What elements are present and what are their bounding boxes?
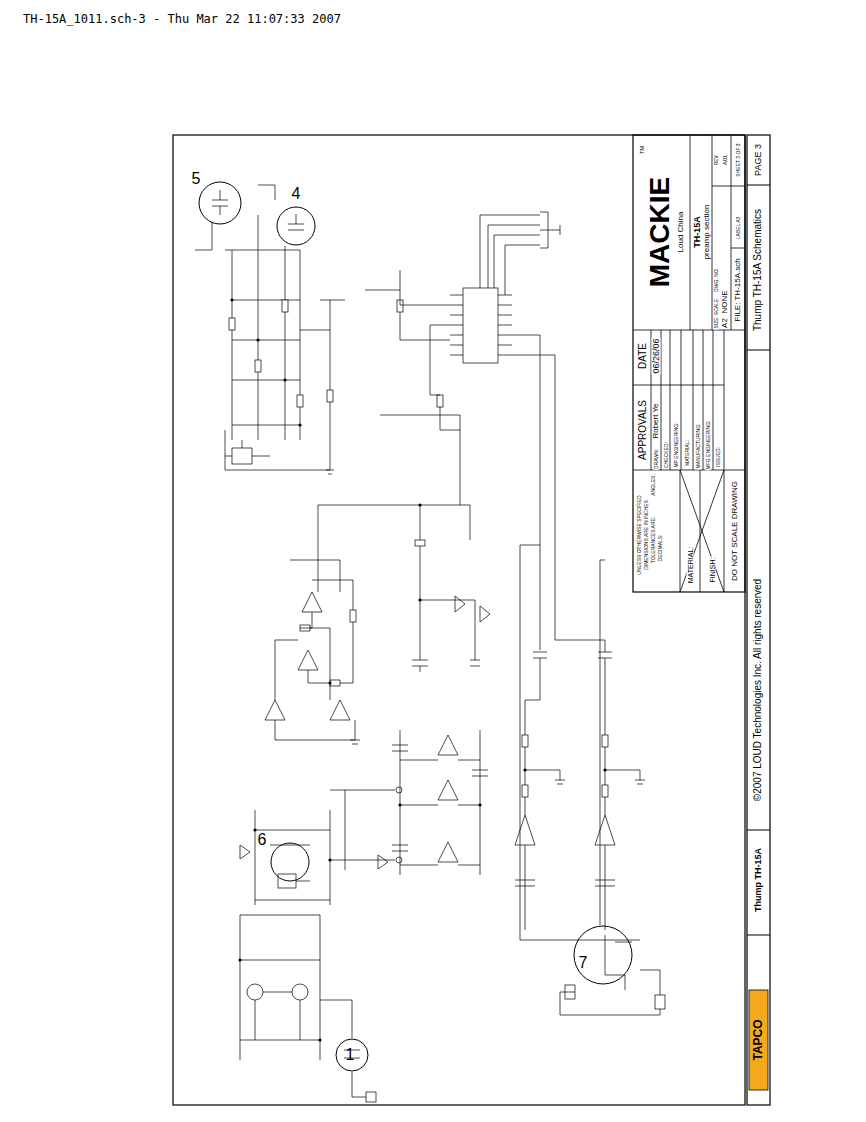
supply-rails <box>240 787 402 905</box>
title-block-text: preamp section <box>703 204 711 261</box>
title-block-text: MANUFACTURING: <box>696 423 701 470</box>
title-block-text: A2 <box>721 317 729 329</box>
title-block-text: FINISH: <box>709 557 716 584</box>
drawing-frame <box>173 135 770 1105</box>
title-block-text: SCALE <box>714 298 719 316</box>
title-block-text: Thump TH-15A <box>754 847 763 913</box>
title-block-text: MATERIAL: <box>685 439 690 467</box>
title-block-text: ©2007 LOUD Technologies Inc. All rights … <box>753 578 763 802</box>
output-chains <box>515 545 645 940</box>
callout-ring <box>271 843 309 881</box>
callout-ring <box>199 182 241 224</box>
title-block-text: NONE <box>721 289 729 314</box>
title-block-text: MACKIE <box>646 176 674 288</box>
title-block-text: LABEL A3 <box>736 216 741 241</box>
title-block-text: CHECKED: <box>664 441 669 469</box>
title-block-text: Loud China <box>677 211 685 254</box>
title-block-text: DECIMALS: <box>658 534 663 563</box>
title-block-lines <box>633 135 745 592</box>
callout-circle: 4 <box>276 206 316 246</box>
callout-ring <box>277 207 315 245</box>
title-block-text: MATERIAL: <box>687 546 694 584</box>
header-stamp: TH-15A_1011.sch-3 - Thu Mar 22 11:07:33 … <box>22 13 342 25</box>
title-block-text: SHEET 3 OF 3 <box>736 142 741 177</box>
brand-logo: TAPCO <box>752 1018 764 1061</box>
callout-number: 4 <box>292 186 301 202</box>
title-block-text: UNLESS OTHERWISE SPECIFIED <box>637 494 642 575</box>
callout-circle: 6 <box>270 842 310 882</box>
title-block-text: Robert Ye <box>652 402 660 439</box>
title-block-text: PAGE 3 <box>754 143 763 177</box>
title-block-text: TM <box>639 145 645 156</box>
callout-number: 5 <box>192 171 201 187</box>
callout-circle: 5 <box>198 181 242 225</box>
title-block-text: TOLERANCES ARE: <box>651 516 656 565</box>
title-block-text: MFG ENGINEERING: <box>706 420 711 471</box>
title-block-text: DWG. NO. <box>714 267 719 293</box>
title-block-text: FILE: TH-15A.sch <box>734 257 742 322</box>
title-block-text: ANGLES: <box>651 473 656 497</box>
title-block-text: ISSUED: <box>716 446 721 468</box>
callout-circle: 1 <box>335 1038 369 1072</box>
title-block-text: TH-15A <box>693 215 702 249</box>
callout-number: 1 <box>346 1047 355 1063</box>
title-block-text: Thump TH-15A Schematics <box>753 208 763 332</box>
op-amp-stage <box>265 505 360 744</box>
junction-dots <box>230 298 606 1041</box>
resistor-symbol <box>229 300 665 1102</box>
filter-section <box>392 730 488 875</box>
title-block-text: APPROVALS <box>638 399 648 461</box>
title-block-text: DIMENSIONS ARE IN INCHES <box>644 499 649 571</box>
callout-outline <box>276 206 316 246</box>
callout-outline <box>270 842 310 882</box>
input-protection <box>240 915 366 1097</box>
callout-ring <box>336 1039 368 1071</box>
callout-outline <box>198 181 242 225</box>
preamp-ic-wiring <box>318 212 612 700</box>
title-block-text: DATE <box>638 342 648 370</box>
title-block-text: REV. <box>714 153 719 166</box>
title-block-text: MP ENGINEERING: <box>674 421 679 468</box>
title-block-text: DRAWN: <box>654 448 659 470</box>
callout-circle: 7 <box>573 925 633 985</box>
callout-number: 7 <box>579 955 588 971</box>
title-block-text: 06/26/06 <box>652 337 661 374</box>
logo-plate <box>749 990 768 1090</box>
callout-number: 6 <box>258 832 267 848</box>
title-block-text: DO NOT SCALE DRAWING <box>731 480 739 582</box>
callout-ring <box>574 926 632 984</box>
power-supply-wiring <box>195 185 345 474</box>
title-block-text: SIZE <box>714 316 719 329</box>
title-block-text: A01 <box>722 154 728 167</box>
